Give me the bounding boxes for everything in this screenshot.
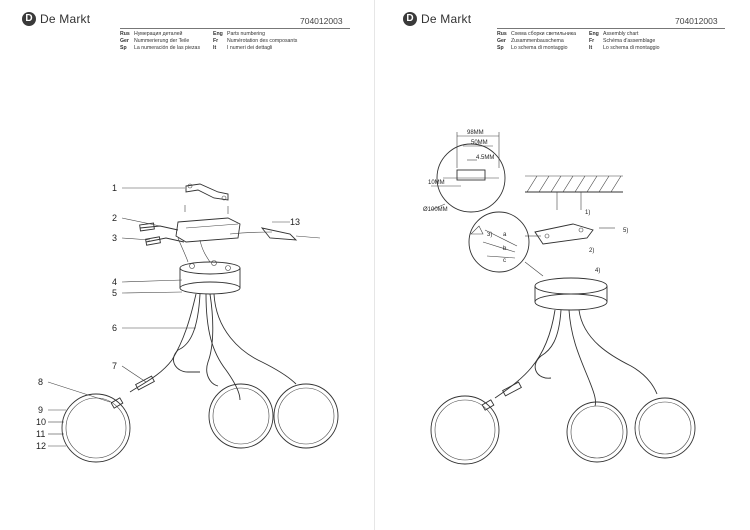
wire-connector xyxy=(260,227,321,241)
part-number-5: 5 xyxy=(112,288,117,298)
ring-lights xyxy=(61,375,339,463)
step-5: 5) xyxy=(623,228,628,234)
assembly-drawing: 98MM 50MM 4.5MM 10MM Ø100MM 1) 2) 3) 4) … xyxy=(423,130,696,465)
step-1: 1) xyxy=(585,210,590,216)
logo-icon: D xyxy=(403,12,417,26)
wiring-detail xyxy=(468,211,544,277)
step-2: 2) xyxy=(589,248,594,254)
part-number-7: 7 xyxy=(112,361,117,371)
exploded-parts-drawing: 1 2 3 4 5 6 7 8 9 10 11 12 13 xyxy=(36,183,339,463)
header-rule xyxy=(497,28,725,29)
leader-lines xyxy=(47,187,290,447)
terminal-connectors xyxy=(139,222,273,263)
wire-label-c: c xyxy=(503,258,506,264)
brand-name: De Markt xyxy=(421,12,472,26)
canopy xyxy=(534,277,608,311)
part-number-13: 13 xyxy=(290,217,300,227)
lamp-arms xyxy=(494,309,658,407)
part-number-4: 4 xyxy=(112,277,117,287)
part-number-11: 11 xyxy=(36,429,45,439)
ring-lights xyxy=(430,381,696,465)
dim-diameter: Ø100MM xyxy=(423,207,448,213)
dim-4-5mm: 4.5MM xyxy=(476,155,494,161)
product-code: 704012003 xyxy=(675,16,718,26)
dim-50mm: 50MM xyxy=(471,140,488,146)
mounting-bracket xyxy=(534,223,615,245)
part-number-10: 10 xyxy=(36,417,46,427)
part-number-8: 8 xyxy=(38,377,43,387)
part-number-12: 12 xyxy=(36,441,46,451)
brand-name: De Markt xyxy=(40,12,91,26)
step-3: 3) xyxy=(487,232,492,238)
wire-label-a: a xyxy=(503,232,507,238)
part-number-2: 2 xyxy=(112,213,117,223)
brand-logo: D De Markt xyxy=(403,12,471,26)
part-number-1: 1 xyxy=(112,183,117,193)
dim-10mm: 10MM xyxy=(428,180,445,186)
brand-logo: D De Markt xyxy=(22,12,90,26)
part-number-9: 9 xyxy=(38,405,43,415)
dim-98mm: 98MM xyxy=(467,130,484,136)
canopy xyxy=(179,260,241,295)
mounting-bracket xyxy=(184,183,229,214)
step-4: 4) xyxy=(595,268,600,274)
wire-label-b: b xyxy=(503,246,507,252)
part-number-3: 3 xyxy=(112,233,117,243)
product-code: 704012003 xyxy=(300,16,343,26)
ceiling xyxy=(525,175,623,210)
part-number-6: 6 xyxy=(112,323,117,333)
driver-box xyxy=(175,217,241,243)
bracket-detail xyxy=(430,132,506,213)
page-divider xyxy=(374,0,375,530)
logo-icon: D xyxy=(22,12,36,26)
lamp-arms xyxy=(129,293,297,401)
header-rule xyxy=(120,28,350,29)
